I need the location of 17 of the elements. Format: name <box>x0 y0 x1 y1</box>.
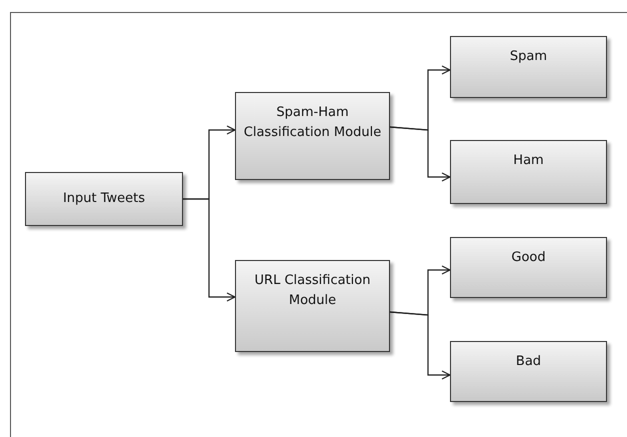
process-box <box>450 237 607 298</box>
process-box <box>450 140 607 204</box>
process-box <box>235 92 390 180</box>
process-box <box>25 172 183 226</box>
box-label: Good <box>511 249 546 267</box>
box-label: URL Classification Module <box>254 272 372 310</box>
process-box <box>450 36 607 98</box>
arrow <box>390 311 451 380</box>
box-label: Spam <box>510 48 548 66</box>
box-label: Ham <box>513 152 544 170</box>
arrow <box>183 198 236 302</box>
process-box <box>235 260 390 352</box>
box-label: Bad <box>516 353 542 371</box>
box-label: Spam-Ham Classification Module <box>242 104 382 142</box>
box-label: Input Tweets <box>62 190 146 208</box>
process-box <box>450 341 607 402</box>
arrow <box>390 126 451 182</box>
